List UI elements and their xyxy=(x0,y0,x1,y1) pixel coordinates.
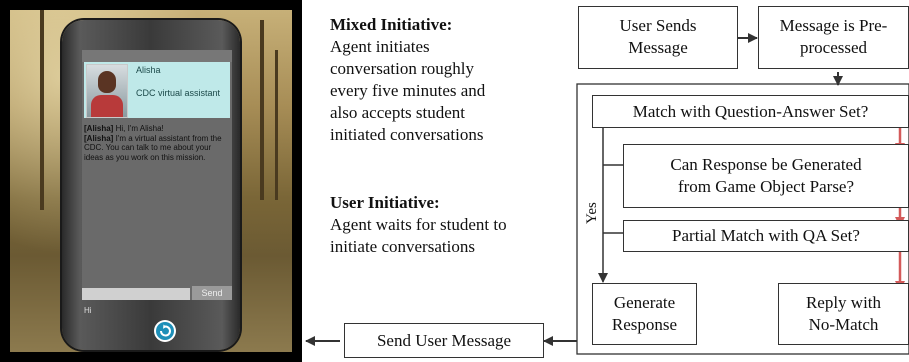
mode-line: also accepts student xyxy=(330,103,466,122)
user-initiative-description: User Initiative: Agent waits for student… xyxy=(330,192,507,258)
mode-line: initiated conversations xyxy=(330,125,484,144)
node-partial-match: Partial Match with QA Set? xyxy=(623,220,909,252)
status-bar xyxy=(82,50,232,62)
chat-message: [Alisha] Hi, I'm Alisha! xyxy=(84,124,164,133)
node-message-preprocessed: Message is Pre-processed xyxy=(758,6,909,69)
agent-role: CDC virtual assistant xyxy=(136,88,221,98)
tree-trunk xyxy=(275,50,278,200)
mixed-initiative-description: Mixed Initiative: Agent initiates conver… xyxy=(330,14,485,146)
node-send-user-message: Send User Message xyxy=(344,323,544,358)
avatar-body xyxy=(91,95,123,117)
agent-profile: Alisha CDC virtual assistant xyxy=(84,62,230,118)
phone-device: Alisha CDC virtual assistant [Alisha] Hi… xyxy=(62,20,240,350)
tree-trunk xyxy=(260,20,264,200)
process-container xyxy=(576,83,909,355)
yes-label: Yes xyxy=(584,202,600,224)
node-match-qa-set: Match with Question-Answer Set? xyxy=(592,95,909,128)
mode-line: every five minutes and xyxy=(330,81,486,100)
mode-line: Agent initiates xyxy=(330,37,430,56)
game-screenshot: Alisha CDC virtual assistant [Alisha] Hi… xyxy=(0,0,302,362)
chat-input[interactable] xyxy=(82,288,190,300)
home-icon xyxy=(156,322,174,340)
tree-trunk xyxy=(40,10,44,210)
mode-line: initiate conversations xyxy=(330,237,475,256)
mode-line: Agent waits for student to xyxy=(330,215,507,234)
mode-line: conversation roughly xyxy=(330,59,474,78)
send-button[interactable]: Send xyxy=(192,286,232,300)
agent-name: Alisha xyxy=(136,65,161,75)
avatar-head xyxy=(98,71,116,93)
avatar xyxy=(86,64,128,118)
chat-log: [Alisha] Hi, I'm Alisha! [Alisha] I'm a … xyxy=(84,124,230,162)
mode-title: User Initiative: xyxy=(330,193,440,212)
phone-screen: Alisha CDC virtual assistant [Alisha] Hi… xyxy=(82,50,232,300)
chat-input-value: Hi xyxy=(84,306,92,315)
chat-message: [Alisha] I'm a virtual assistant from th… xyxy=(84,133,222,162)
mode-title: Mixed Initiative: xyxy=(330,15,453,34)
home-button[interactable] xyxy=(154,320,176,342)
